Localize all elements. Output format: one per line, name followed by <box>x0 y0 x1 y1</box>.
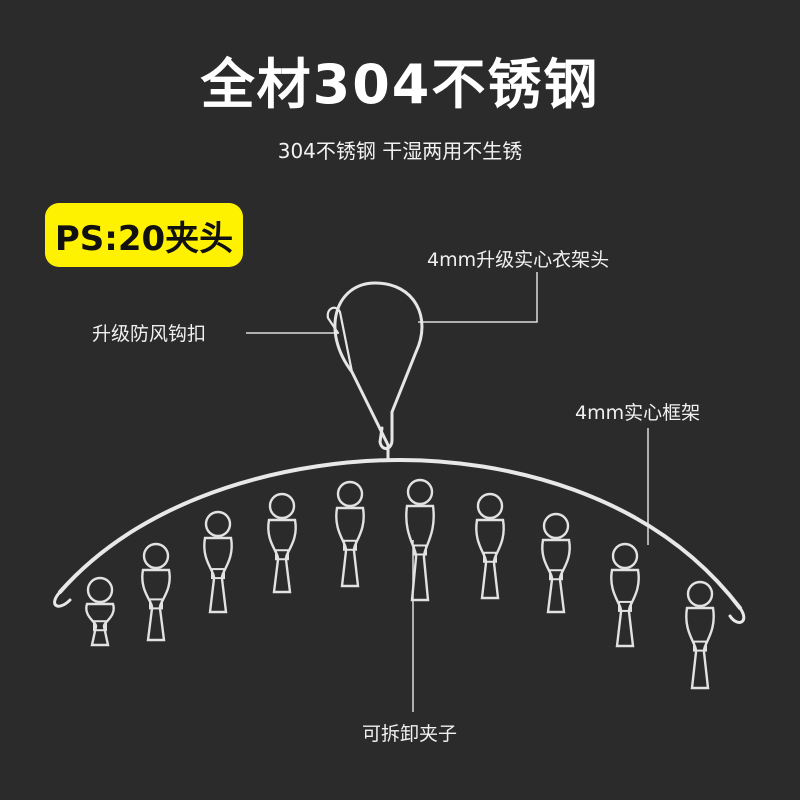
callout-clips: 可拆卸夹子 <box>362 723 458 745</box>
clip <box>610 542 640 648</box>
clip-count-badge: PS:20夹头 <box>45 203 243 267</box>
page-title: 全材304不锈钢 <box>200 53 600 116</box>
clip <box>685 580 715 690</box>
clip <box>203 510 233 614</box>
clip <box>475 492 505 600</box>
hanger-head <box>326 281 424 462</box>
clip-group <box>85 478 715 690</box>
clip <box>335 480 365 588</box>
callout-leaders <box>246 272 649 712</box>
hanger-frame <box>53 457 746 624</box>
clip <box>541 512 571 614</box>
clip <box>85 576 115 647</box>
clip <box>141 542 171 642</box>
callout-hanger-head: 4mm升级实心衣架头 <box>427 249 610 271</box>
leader-hanger-head <box>418 272 538 323</box>
clip <box>405 478 435 602</box>
page-subtitle: 304不锈钢 干湿两用不生锈 <box>277 139 523 163</box>
callout-frame: 4mm实心框架 <box>575 402 701 424</box>
callout-hook-clasp: 升级防风钩扣 <box>92 323 207 345</box>
clip <box>267 492 297 594</box>
